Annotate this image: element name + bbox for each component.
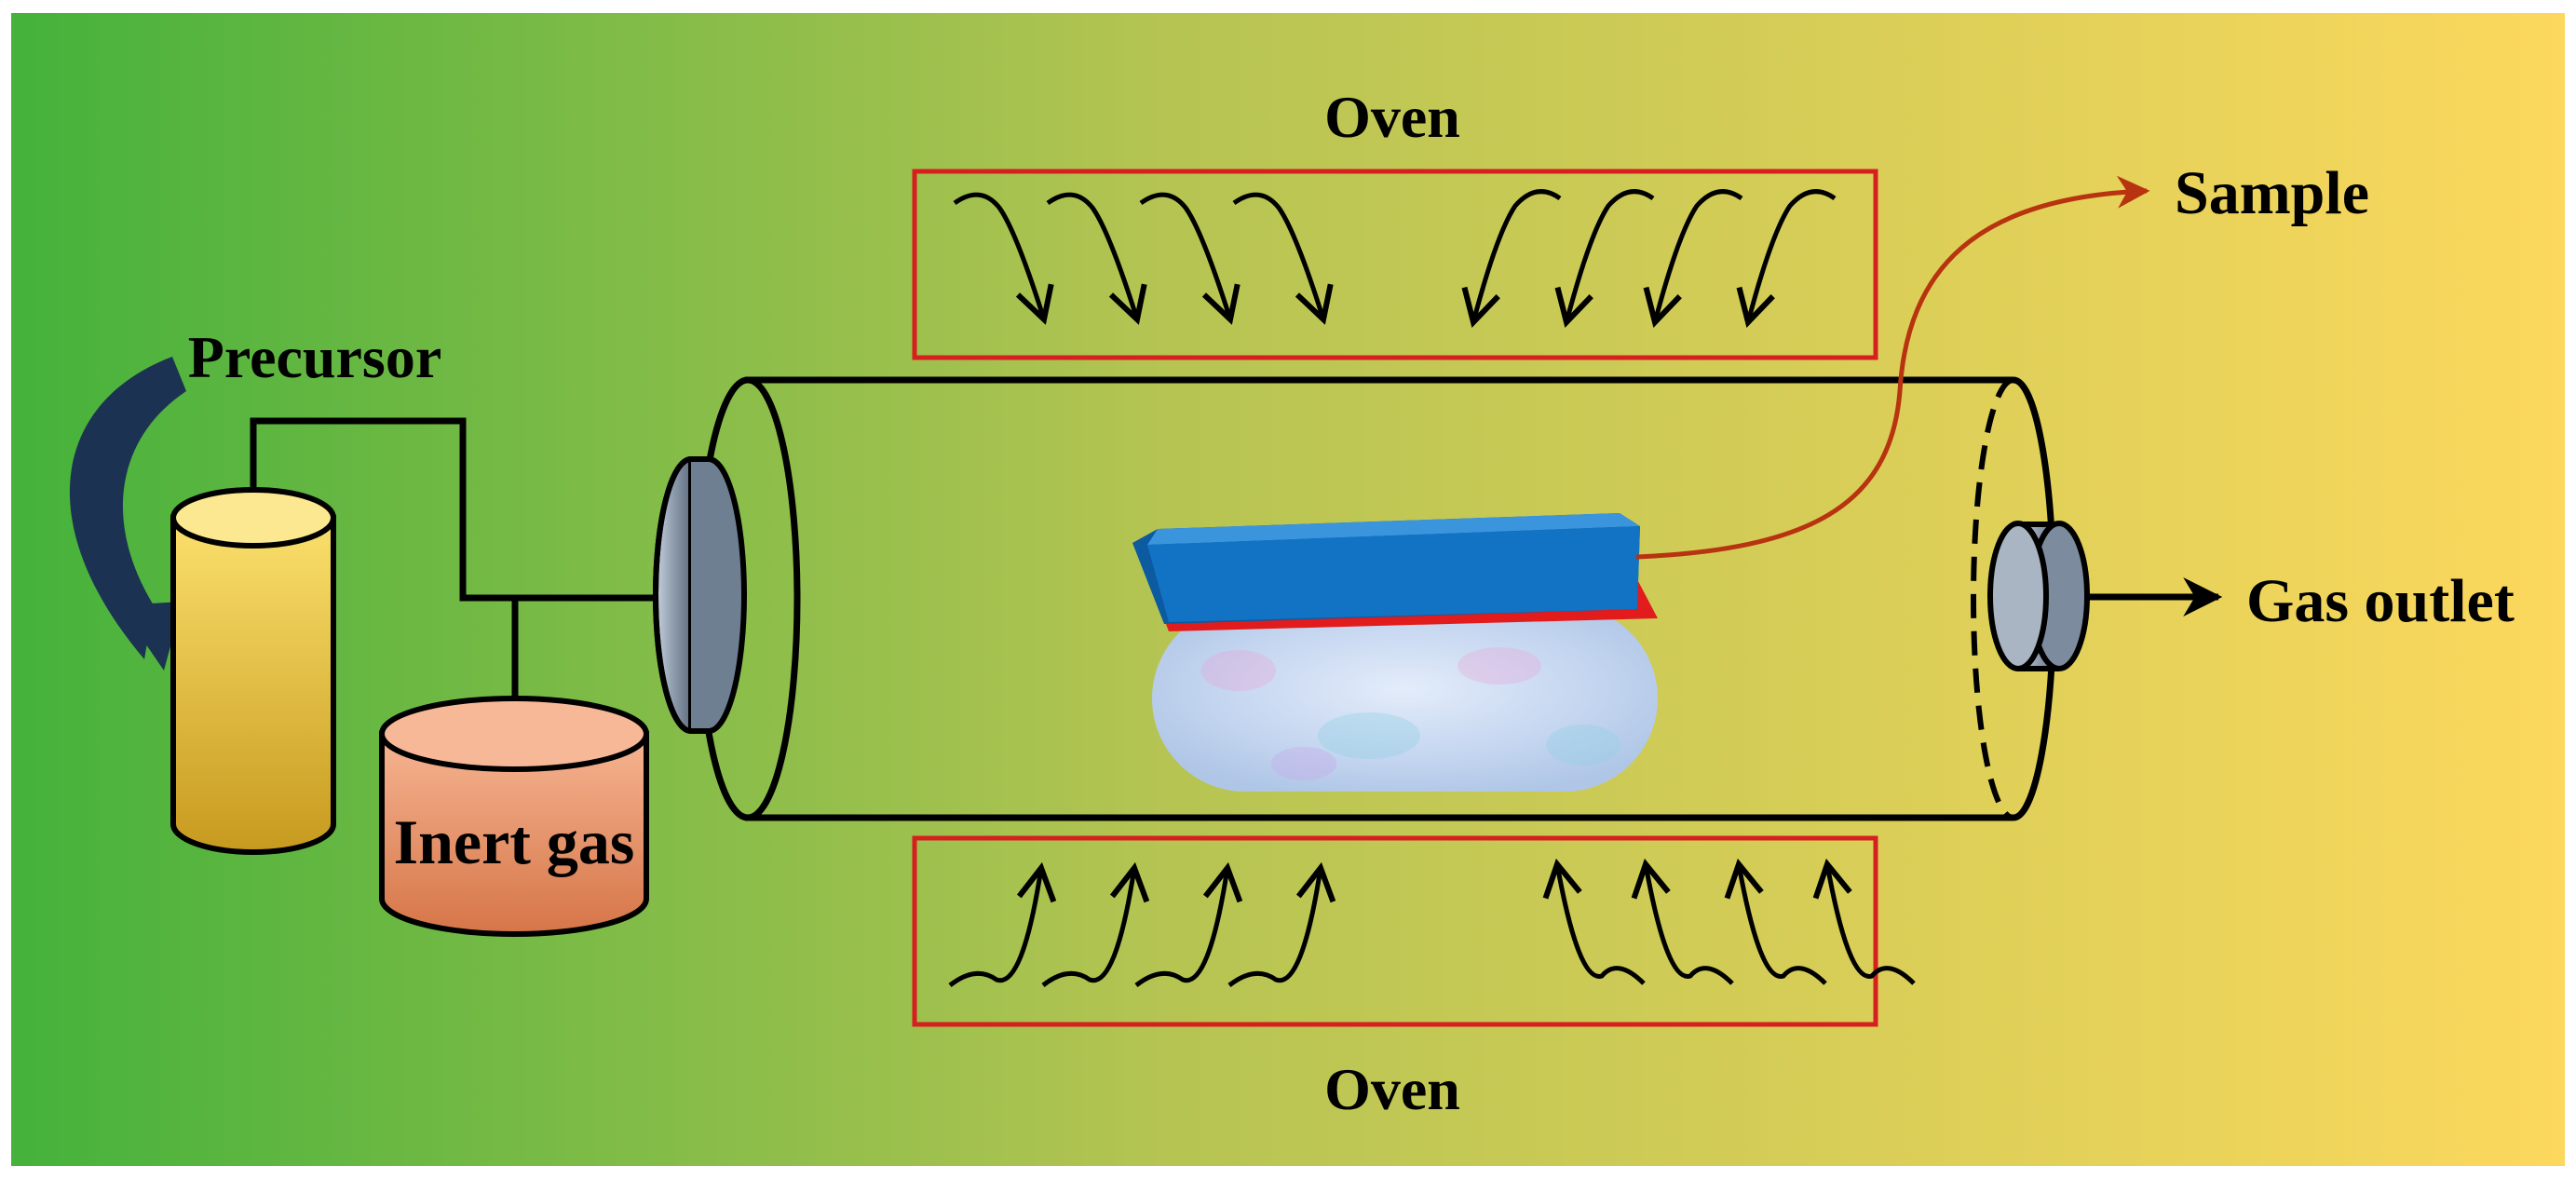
precursor-curved-arrow-head [119, 602, 183, 671]
tube-left-cap [653, 455, 747, 735]
heat-waves-bottom [948, 858, 1916, 987]
tube-body [745, 376, 2013, 821]
oven-top: Oven [912, 84, 1878, 360]
tube-right-back [1971, 377, 2014, 820]
gas-lines [250, 417, 666, 710]
sample-pointer-arrow [1635, 175, 2150, 560]
precursor-cylinder [170, 487, 336, 855]
oven-bottom-box [912, 835, 1878, 1027]
inert-gas-cylinder: Inert gas [379, 696, 649, 937]
sample-substrate [1132, 513, 1658, 631]
reaction-tube [695, 376, 2057, 821]
oven-bottom: Oven [912, 835, 1916, 1122]
heat-waves-top [953, 189, 1837, 328]
precursor-label: Precursor [188, 324, 441, 390]
oven-top-box [912, 169, 1878, 360]
oven-bottom-label: Oven [1324, 1056, 1460, 1122]
sample-holder-texture [1201, 647, 1620, 780]
oven-top-label: Oven [1324, 84, 1460, 150]
sample-label: Sample [2175, 159, 2369, 227]
tube-right-cap [1987, 521, 2090, 671]
gas-outlet-label: Gas outlet [2246, 567, 2515, 635]
inert-gas-label: Inert gas [394, 806, 635, 877]
precursor-curved-arrow [69, 357, 186, 659]
sample-holder [1152, 605, 1658, 792]
